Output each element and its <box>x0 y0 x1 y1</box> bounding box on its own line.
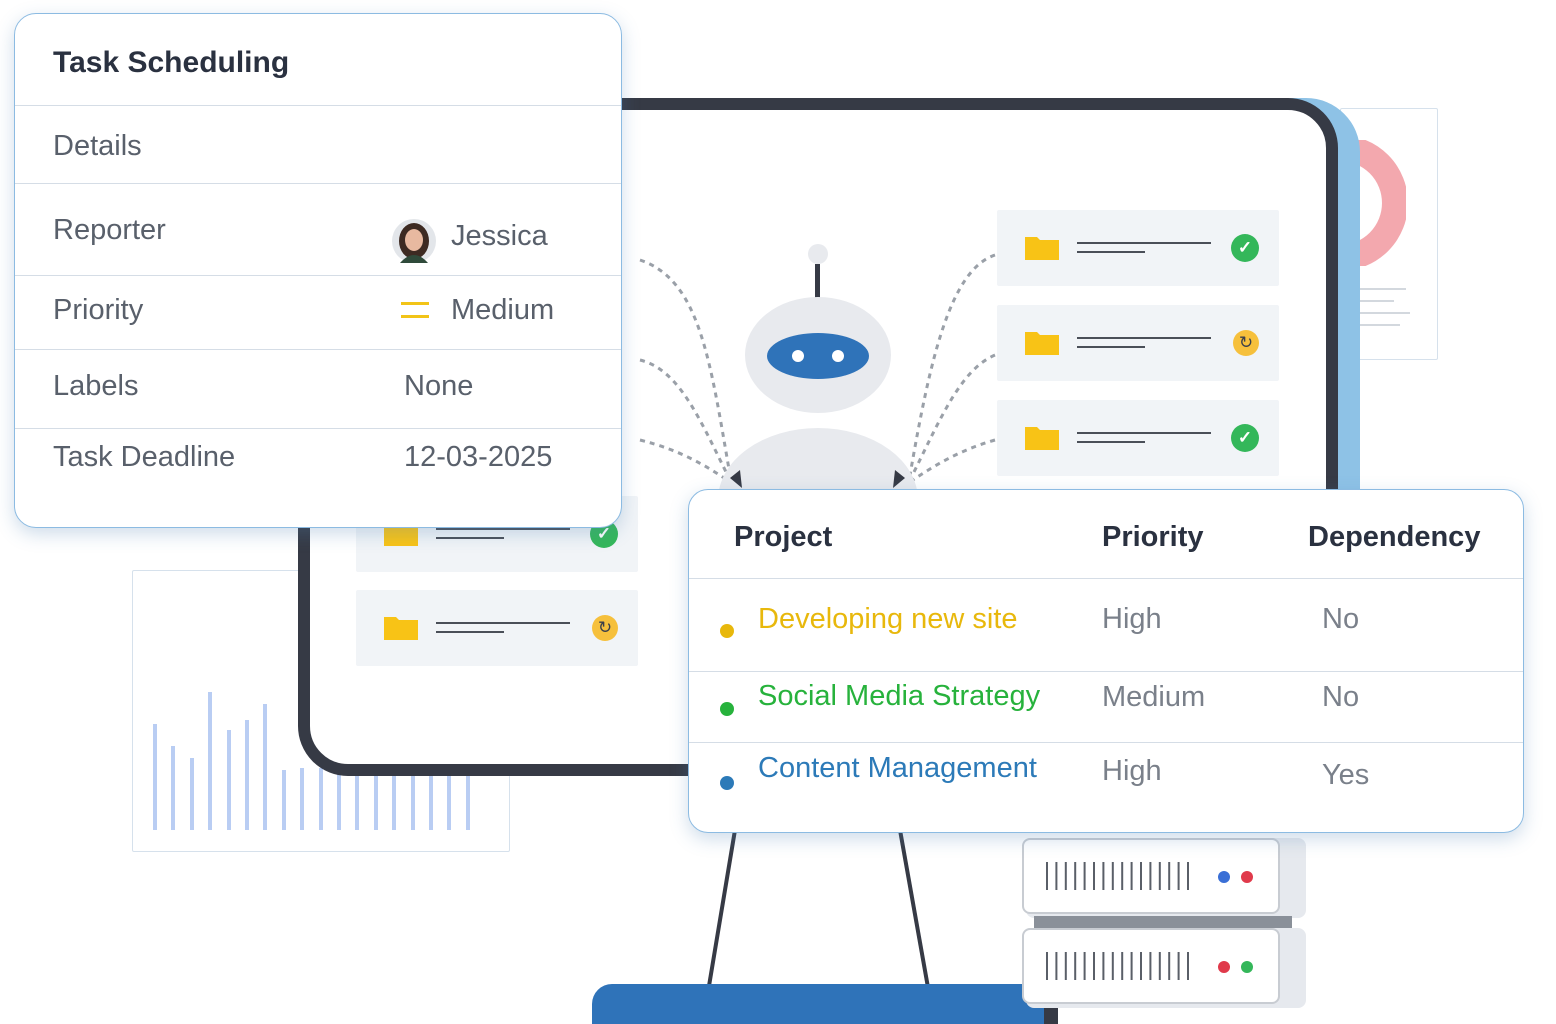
chart-bar <box>318 768 323 830</box>
project-priority: Medium <box>1102 681 1206 713</box>
reporter-row[interactable]: Reporter Jessica <box>15 183 621 276</box>
project-name[interactable]: Content Management <box>758 752 1037 784</box>
monitor-base <box>592 984 1058 1024</box>
chart-bar <box>373 768 378 830</box>
report-text-line <box>1360 288 1406 290</box>
task-text-line <box>436 528 570 530</box>
status-dot <box>720 624 734 638</box>
reporter-label: Reporter <box>53 214 166 246</box>
task-text-line <box>1077 251 1145 253</box>
reporter-value: Jessica <box>451 220 548 252</box>
check-icon: ✓ <box>1231 234 1259 262</box>
chart-bar <box>465 768 470 830</box>
chart-bar <box>392 768 397 830</box>
deadline-value: 12-03-2025 <box>404 441 553 473</box>
folder-icon <box>384 523 418 546</box>
table-row[interactable]: Developing new site High No <box>689 579 1523 671</box>
folder-icon <box>1025 237 1059 260</box>
donut-chart-icon <box>1339 140 1406 266</box>
report-text-line <box>1360 312 1410 314</box>
chart-bar <box>153 724 157 830</box>
chart-bar <box>226 730 231 830</box>
task-text-line <box>436 622 570 624</box>
check-icon: ✓ <box>1231 424 1259 452</box>
labels-value: None <box>404 370 474 402</box>
table-row[interactable]: Content Management High Yes <box>689 743 1523 832</box>
priority-row[interactable]: Priority Medium <box>15 275 621 350</box>
avatar <box>392 219 436 263</box>
robot-icon <box>639 244 996 500</box>
header-dependency: Dependency <box>1308 521 1481 553</box>
row-divider <box>689 671 1523 672</box>
task-text-line <box>436 631 504 633</box>
priority-label: Priority <box>53 294 144 326</box>
deadline-row[interactable]: Task Deadline 12-03-2025 <box>15 428 621 527</box>
sync-icon: ↻ <box>1233 330 1259 356</box>
task-text-line <box>1077 346 1145 348</box>
folder-icon <box>1025 332 1059 355</box>
server-barcode <box>1046 862 1189 890</box>
priority-medium-icon <box>401 302 429 318</box>
project-dependency: No <box>1322 681 1360 713</box>
header-priority: Priority <box>1102 521 1204 553</box>
chart-bar <box>245 720 249 830</box>
chart-bar <box>263 704 268 830</box>
project-priority: High <box>1102 603 1162 635</box>
row-divider <box>689 742 1523 743</box>
labels-label: Labels <box>53 370 139 402</box>
header-project: Project <box>734 521 833 553</box>
server-divider <box>1034 916 1292 930</box>
card-title: Task Scheduling <box>53 46 290 79</box>
status-dot <box>720 702 734 716</box>
details-label: Details <box>53 130 142 162</box>
led-icon <box>1218 871 1230 883</box>
task-text-line <box>1077 441 1145 443</box>
task-text-line <box>1077 242 1211 244</box>
folder-icon <box>1025 427 1059 450</box>
status-dot <box>720 776 734 790</box>
chart-bar <box>410 768 415 830</box>
led-icon <box>1241 871 1253 883</box>
chart-bar <box>208 692 213 830</box>
chart-bar <box>355 768 360 830</box>
project-name[interactable]: Developing new site <box>758 603 1018 635</box>
chart-bar <box>189 758 194 830</box>
labels-row[interactable]: Labels None <box>15 349 621 429</box>
priority-value: Medium <box>451 294 555 326</box>
task-scheduling-card: Task Scheduling Details Reporter Jessica… <box>14 13 622 528</box>
chart-bar <box>281 770 286 830</box>
task-text-line <box>436 537 504 539</box>
report-text-line <box>1360 324 1400 326</box>
monitor-stand <box>703 830 934 1010</box>
task-text-line <box>1077 432 1211 434</box>
project-table-card: Project Priority Dependency Developing n… <box>688 489 1524 833</box>
folder-icon <box>384 617 418 640</box>
project-dependency: No <box>1322 603 1360 635</box>
led-icon <box>1241 961 1253 973</box>
table-row[interactable]: Social Media Strategy Medium No <box>689 672 1523 742</box>
chart-bar <box>300 768 305 830</box>
report-text-line <box>1360 300 1394 302</box>
deadline-label: Task Deadline <box>53 441 236 473</box>
header-divider <box>689 578 1523 579</box>
sync-icon: ↻ <box>592 615 618 641</box>
chart-bar <box>447 768 452 830</box>
task-text-line <box>1077 337 1211 339</box>
details-section[interactable]: Details <box>15 105 621 184</box>
chart-bar <box>429 768 433 830</box>
server-barcode <box>1046 952 1189 980</box>
project-name[interactable]: Social Media Strategy <box>758 680 1041 712</box>
project-dependency: Yes <box>1322 759 1370 791</box>
led-icon <box>1218 961 1230 973</box>
chart-bar <box>337 768 341 830</box>
project-priority: High <box>1102 755 1162 787</box>
chart-bar <box>171 746 176 830</box>
